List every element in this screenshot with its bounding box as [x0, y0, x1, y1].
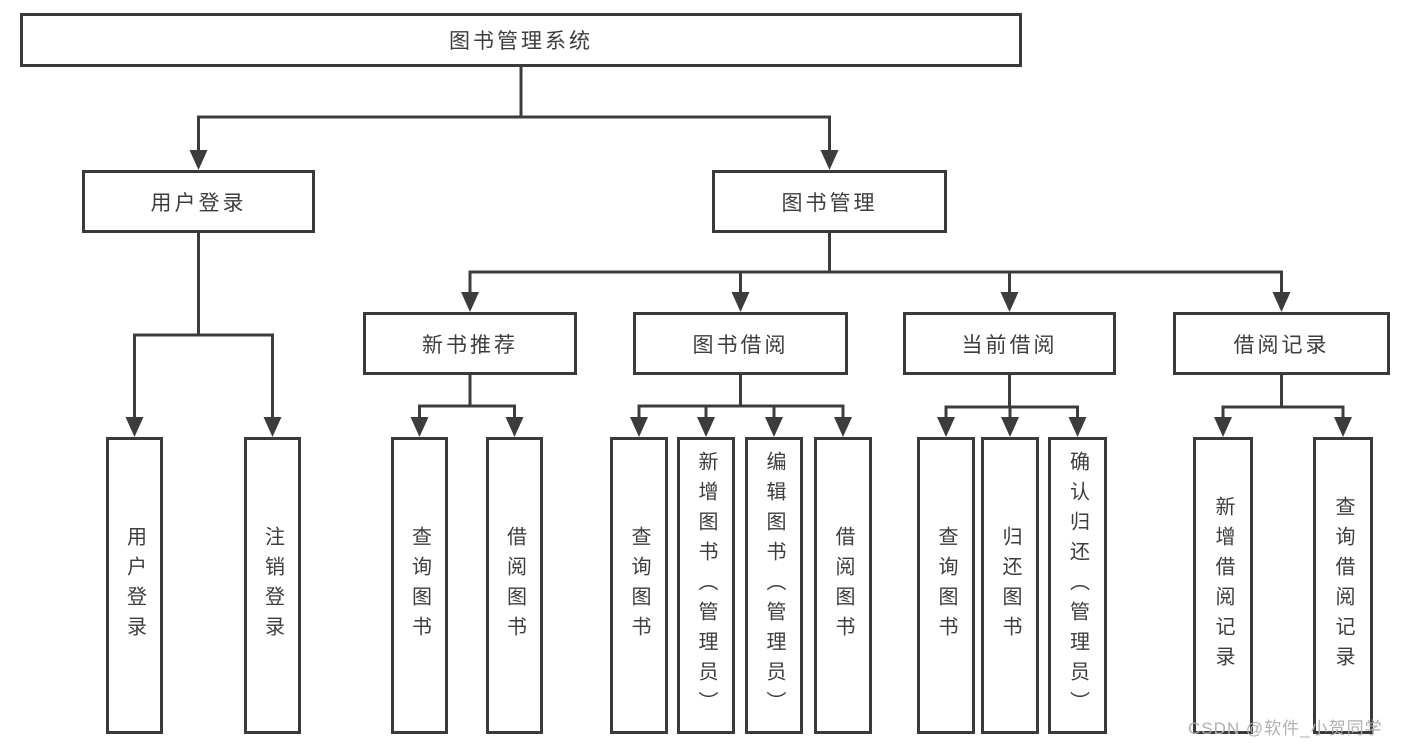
connector-user-login-to-leaves — [125, 233, 282, 437]
node-label: 借阅记录 — [1233, 333, 1330, 357]
connector-current-borrow-to-leaves — [937, 375, 1087, 437]
leaf-query-books-borrow: 查询图书 — [610, 437, 668, 734]
node-book-borrow: 图书借阅 — [633, 312, 848, 375]
csdn-watermark: CSDN @软件_小贺同学 — [1188, 719, 1383, 738]
leaf-label: 归还图书 — [999, 525, 1021, 646]
leaf-label: 用户登录 — [123, 525, 146, 646]
leaf-query-books-recommend: 查询图书 — [391, 437, 448, 734]
leaf-borrow-books-recommend: 借阅图书 — [486, 437, 543, 734]
leaf-return-books: 归还图书 — [981, 437, 1039, 734]
leaf-query-borrow-record: 查询借阅记录 — [1313, 437, 1373, 734]
node-label: 用户登录 — [150, 191, 247, 215]
node-label: 图书管理系统 — [449, 30, 593, 53]
leaf-label: 借阅图书 — [832, 525, 854, 646]
leaf-label: 新增借阅记录 — [1212, 495, 1234, 676]
leaf-label: 确认归还（管理员） — [1066, 450, 1089, 721]
connector-book-borrow-to-leaves — [630, 375, 852, 437]
leaf-query-books-current: 查询图书 — [917, 437, 975, 734]
node-user-login: 用户登录 — [82, 170, 315, 233]
connector-book-management-to-level3 — [461, 233, 1291, 312]
connector-borrow-record-to-leaves — [1214, 375, 1352, 437]
node-book-management: 图书管理 — [712, 170, 947, 233]
leaf-label: 查询图书 — [628, 525, 650, 646]
leaf-add-books-admin: 新增图书（管理员） — [677, 437, 735, 734]
leaf-borrow-books: 借阅图书 — [814, 437, 872, 734]
node-current-borrow: 当前借阅 — [903, 312, 1116, 375]
leaf-label: 注销登录 — [261, 525, 284, 646]
node-borrow-record: 借阅记录 — [1173, 312, 1390, 375]
leaf-label: 编辑图书（管理员） — [763, 450, 785, 721]
node-new-book-recommend: 新书推荐 — [363, 312, 577, 375]
connector-root-to-level2 — [189, 66, 839, 170]
leaf-add-borrow-record: 新增借阅记录 — [1193, 437, 1253, 734]
connector-new-book-recommend-to-leaves — [410, 375, 524, 437]
node-label: 图书借阅 — [692, 333, 789, 357]
leaf-edit-books-admin: 编辑图书（管理员） — [745, 437, 803, 734]
node-label: 新书推荐 — [422, 333, 518, 357]
leaf-label: 查询图书 — [408, 525, 431, 646]
leaf-label: 查询图书 — [935, 525, 957, 646]
node-label: 图书管理 — [781, 191, 878, 215]
leaf-user-login: 用户登录 — [106, 437, 163, 734]
leaf-label: 查询借阅记录 — [1332, 495, 1354, 676]
leaf-label: 新增图书（管理员） — [695, 450, 717, 721]
leaf-logout: 注销登录 — [244, 437, 301, 734]
leaf-confirm-return-admin: 确认归还（管理员） — [1048, 437, 1107, 734]
leaf-label: 借阅图书 — [503, 525, 526, 646]
node-library-system: 图书管理系统 — [20, 13, 1022, 67]
node-label: 当前借阅 — [961, 333, 1058, 357]
